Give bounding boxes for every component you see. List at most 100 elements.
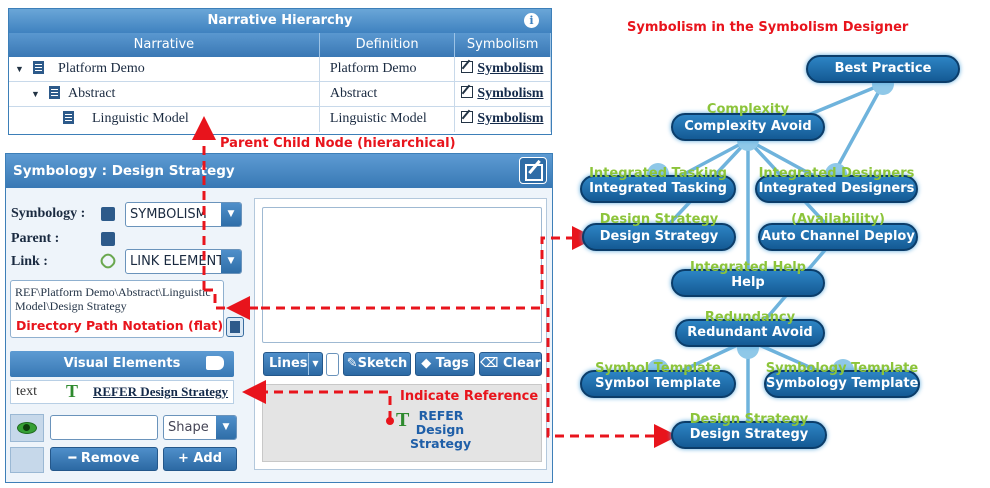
edit-icon[interactable]	[519, 157, 547, 184]
graph-node-design-strategy[interactable]: Design Strategy	[582, 223, 736, 251]
remove-button[interactable]: ━ Remove	[50, 447, 158, 471]
element-type: text	[16, 384, 37, 399]
sketch-button[interactable]: ✎Sketch	[343, 352, 411, 376]
puzzle-icon	[101, 207, 115, 221]
node-overlay-label: Design Strategy	[599, 212, 719, 227]
diagram-title: Symbolism in the Symbolism Designer	[627, 20, 909, 35]
table-header: Narrative Definition Symbolism	[9, 33, 551, 57]
chevron-down-icon[interactable]: ▼	[216, 416, 236, 439]
graph-node-integrated-tasking[interactable]: Integrated Tasking	[580, 175, 736, 203]
definition-cell: Linguistic Model	[320, 107, 456, 132]
sketch-label: Sketch	[357, 356, 408, 371]
edit-icon[interactable]	[461, 61, 474, 73]
color-swatch[interactable]	[326, 353, 339, 376]
document-icon	[33, 61, 44, 74]
edit-icon[interactable]	[461, 86, 474, 98]
plus-icon: +	[177, 451, 189, 466]
node-overlay-label: Integrated Designers	[758, 166, 915, 181]
graph-node-design-strategy-ref[interactable]: Design Strategy	[671, 421, 827, 449]
empty-cell	[10, 447, 44, 473]
lines-button[interactable]: Lines ▼	[263, 352, 323, 376]
clear-label: Clear	[502, 356, 541, 371]
add-button[interactable]: + Add	[163, 447, 237, 471]
tags-label: Tags	[435, 356, 469, 371]
visual-elements-header: Visual Elements	[10, 351, 234, 377]
description-textarea[interactable]	[262, 207, 542, 343]
narrative-cell[interactable]: Abstract	[68, 86, 116, 101]
panel-header: Symbology : Design Strategy	[6, 154, 552, 188]
symbolism-link[interactable]: Symbolism	[477, 61, 544, 76]
graph-node-symbology-template[interactable]: Symbology Template	[764, 370, 920, 398]
link-label: Link :	[11, 254, 48, 269]
symbolism-link[interactable]: Symbolism	[477, 86, 544, 101]
symbology-select[interactable]: SYMBOLISM ▼	[125, 202, 242, 227]
parent-label: Parent :	[11, 231, 60, 246]
graph-node-best-practice[interactable]: Best Practice	[806, 55, 960, 83]
parent-child-annotation: Parent Child Node (hierarchical)	[220, 136, 456, 151]
link-select[interactable]: LINK ELEMENT ▼	[125, 249, 242, 274]
symbology-label: Symbology :	[11, 206, 86, 221]
narrative-hierarchy-panel: Narrative Hierarchy i Narrative Definiti…	[8, 8, 552, 135]
node-overlay-label: Integrated Tasking	[589, 166, 727, 181]
lines-label: Lines	[269, 356, 308, 371]
tag-icon: ◆	[421, 356, 432, 371]
document-icon	[49, 86, 60, 99]
shape-select[interactable]: Shape ▼	[163, 415, 237, 440]
tags-button[interactable]: ◆ Tags	[415, 352, 475, 376]
puzzle-icon	[101, 232, 115, 246]
add-label: Add	[193, 451, 223, 466]
directory-path-field[interactable]: REF\Platform Demo\Abstract\Linguistic Mo…	[10, 280, 224, 338]
remove-label: Remove	[80, 451, 140, 466]
graph-node-symbol-template[interactable]: Symbol Template	[580, 370, 736, 398]
table-row[interactable]: Linguistic Model Linguistic Model Symbol…	[9, 107, 551, 132]
preview-line: REFER	[418, 408, 464, 423]
pencil-icon: ✎	[346, 356, 358, 371]
minus-icon: ━	[68, 451, 77, 466]
tag-icon[interactable]	[206, 356, 224, 370]
column-symbolism[interactable]: Symbolism	[455, 33, 551, 57]
edit-icon[interactable]	[461, 111, 474, 123]
expand-icon[interactable]: ▼	[15, 64, 24, 74]
chevron-down-icon[interactable]: ▼	[221, 250, 241, 273]
eye-icon[interactable]	[17, 422, 37, 434]
shape-placeholder: Shape	[168, 420, 209, 435]
visibility-toggle[interactable]	[10, 414, 44, 442]
info-icon[interactable]: i	[524, 13, 539, 28]
symbology-value: SYMBOLISM	[130, 207, 207, 222]
clear-button[interactable]: ⌫ Clear	[479, 352, 542, 376]
definition-cell: Platform Demo	[320, 57, 456, 81]
graph-node-auto-channel-deploy[interactable]: Auto Channel Deploy	[758, 223, 918, 251]
element-name-input[interactable]	[50, 415, 158, 440]
element-value[interactable]: REFER Design Strategy	[93, 384, 229, 399]
graph-node-redundant-avoid[interactable]: Redundant Avoid	[675, 319, 825, 347]
indicate-reference-annotation: Indicate Reference	[400, 389, 539, 404]
graph-node-integrated-designers[interactable]: Integrated Designers	[755, 175, 918, 203]
table-row[interactable]: ▼ Platform Demo Platform Demo Symbolism	[9, 57, 551, 82]
node-overlay-label: Symbology Template	[765, 361, 919, 376]
symbolism-link[interactable]: Symbolism	[477, 111, 544, 126]
text-icon: T	[396, 409, 410, 431]
path-line: REF\Platform Demo\Abstract\Linguistic	[15, 285, 211, 299]
narrative-cell[interactable]: Platform Demo	[58, 61, 145, 76]
node-overlay-label: Design Strategy	[689, 412, 809, 427]
preview-text[interactable]: REFER Design Strategy	[410, 408, 471, 451]
chevron-down-icon[interactable]: ▼	[308, 353, 322, 375]
column-definition[interactable]: Definition	[320, 33, 456, 57]
save-icon[interactable]	[226, 317, 244, 337]
expand-icon[interactable]: ▼	[31, 89, 40, 99]
node-overlay-label: Complexity	[706, 102, 790, 117]
node-overlay-label: (Availability)	[791, 212, 885, 227]
graph-node-complexity-avoid[interactable]: Complexity Avoid	[671, 113, 825, 141]
eraser-icon: ⌫	[480, 356, 499, 371]
node-overlay-label: Symbol Template	[595, 361, 721, 376]
column-narrative[interactable]: Narrative	[9, 33, 320, 57]
visual-elements-title: Visual Elements	[63, 356, 181, 371]
table-row[interactable]: ▼ Abstract Abstract Symbolism	[9, 82, 551, 107]
definition-cell: Abstract	[320, 82, 456, 106]
hierarchy-title: Narrative Hierarchy	[207, 13, 353, 28]
visual-element-row[interactable]: text T REFER Design Strategy	[10, 380, 234, 404]
graph-node-help[interactable]: Help	[671, 269, 825, 297]
narrative-cell[interactable]: Linguistic Model	[92, 111, 189, 126]
chevron-down-icon[interactable]: ▼	[221, 203, 241, 226]
link-value: LINK ELEMENT	[130, 254, 225, 269]
